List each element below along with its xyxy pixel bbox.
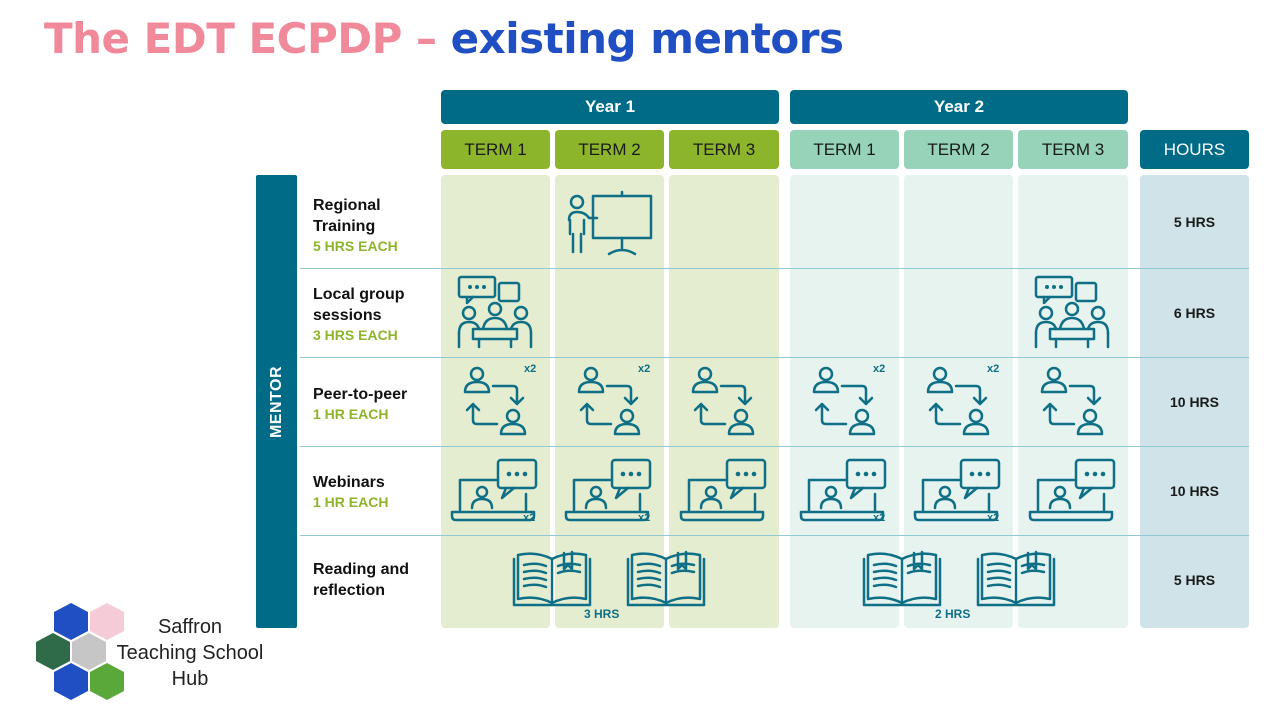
group-meeting-icon <box>1032 275 1114 351</box>
multiplier-label: x2 <box>873 363 886 375</box>
open-book-icon <box>976 549 1056 609</box>
row-label-regional-training: Regional Training 5 HRS EACH <box>313 195 438 255</box>
mentor-label-text: MENTOR <box>267 365 285 438</box>
row-name-line2: sessions <box>313 307 382 324</box>
row-label-peer-to-peer: Peer-to-peer 1 HR EACH <box>313 384 438 423</box>
row-divider <box>300 446 1249 447</box>
row-label-local-group: Local group sessions 3 HRS EACH <box>313 284 438 344</box>
multiplier-label: x2 <box>638 512 651 524</box>
title-part1: The EDT ECPDP – <box>44 14 451 63</box>
hours-peer-to-peer: 10 HRS <box>1169 393 1220 410</box>
term-header-y1-t2: TERM 2 <box>555 130 664 169</box>
peer-exchange-icon <box>459 364 531 440</box>
hours-regional-training: 5 HRS <box>1173 213 1216 230</box>
row-divider <box>300 268 1249 269</box>
multiplier-label: x2 <box>987 512 1000 524</box>
reading-hours-year2: 2 HRS <box>935 607 971 621</box>
row-name-line1: Webinars <box>313 474 385 491</box>
row-name-line1: Peer-to-peer <box>313 386 408 403</box>
hours-reading: 5 HRS <box>1173 571 1216 588</box>
hours-header: HOURS <box>1140 130 1249 169</box>
open-book-icon <box>512 549 592 609</box>
hours-local-group: 6 HRS <box>1173 304 1216 321</box>
term-header-y1-t3: TERM 3 <box>669 130 779 169</box>
column-hours <box>1140 175 1249 628</box>
term-header-y2-t3: TERM 3 <box>1018 130 1128 169</box>
title-part2: existing mentors <box>450 14 844 63</box>
peer-exchange-icon <box>1036 364 1108 440</box>
webinar-icon <box>679 458 771 524</box>
row-divider <box>300 535 1249 536</box>
year-header-1: Year 1 <box>441 90 779 124</box>
group-meeting-icon <box>455 275 537 351</box>
term-header-y1-t1: TERM 1 <box>441 130 550 169</box>
row-divider <box>300 357 1249 358</box>
hexagon-logo-icon <box>36 603 124 700</box>
logo-line2: Teaching School <box>116 642 264 664</box>
hours-webinars: 10 HRS <box>1169 482 1220 499</box>
mentor-side-label: MENTOR <box>256 175 297 628</box>
webinar-icon <box>1028 458 1120 524</box>
logo-line3: Hub <box>171 668 209 690</box>
row-name-line1: Reading and <box>313 561 410 578</box>
open-book-icon <box>862 549 942 609</box>
row-label-reading: Reading and reflection <box>313 559 438 601</box>
row-name-line2: Training <box>313 218 376 235</box>
term-header-y2-t1: TERM 1 <box>790 130 899 169</box>
multiplier-label: x2 <box>873 512 886 524</box>
multiplier-label: x2 <box>987 363 1000 375</box>
peer-exchange-icon <box>687 364 759 440</box>
row-sub: 1 HR EACH <box>313 494 389 510</box>
multiplier-label: x2 <box>523 512 536 524</box>
slide-title: The EDT ECPDP – existing mentors <box>44 14 844 63</box>
row-name-line1: Local group <box>313 286 405 303</box>
multiplier-label: x2 <box>524 363 537 375</box>
open-book-icon <box>626 549 706 609</box>
row-sub: 3 HRS EACH <box>313 327 398 343</box>
logo-line1: Saffron <box>157 616 223 638</box>
peer-exchange-icon <box>808 364 880 440</box>
peer-exchange-icon <box>573 364 645 440</box>
row-name-line1: Regional <box>313 197 381 214</box>
logo-text: Saffron Teaching School Hub <box>108 614 272 692</box>
term-header-y2-t2: TERM 2 <box>904 130 1013 169</box>
row-sub: 1 HR EACH <box>313 406 389 422</box>
reading-hours-year1: 3 HRS <box>584 607 620 621</box>
row-sub: 5 HRS EACH <box>313 238 398 254</box>
peer-exchange-icon <box>922 364 994 440</box>
multiplier-label: x2 <box>638 363 651 375</box>
row-label-webinars: Webinars 1 HR EACH <box>313 472 438 511</box>
row-name-line2: reflection <box>313 582 386 599</box>
presenter-icon <box>565 190 655 260</box>
year-header-2: Year 2 <box>790 90 1128 124</box>
